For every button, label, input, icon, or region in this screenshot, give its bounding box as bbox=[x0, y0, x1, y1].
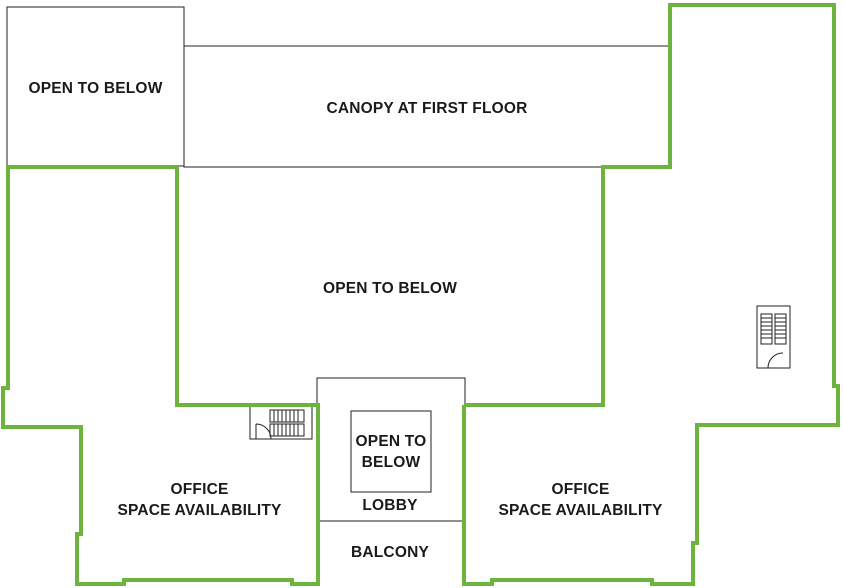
door-swing-left-icon bbox=[255, 423, 272, 440]
open-to-below-lobby-label: OPEN TO BELOW bbox=[355, 433, 427, 471]
lobby-label: LOBBY bbox=[362, 497, 418, 514]
balcony-label: BALCONY bbox=[350, 544, 430, 561]
lobby-walls bbox=[316, 377, 466, 405]
stair-left-icon bbox=[249, 405, 313, 440]
canopy-label: CANOPY AT FIRST FLOOR bbox=[326, 100, 528, 117]
open-to-below-top-left-label: OPEN TO BELOW bbox=[28, 80, 163, 97]
door-swing-right-icon bbox=[767, 352, 784, 369]
office-left-label: OFFICE SPACE AVAILABILITY bbox=[117, 481, 282, 519]
open-to-below-lobby-void bbox=[350, 410, 432, 493]
office-left-outline bbox=[1, 165, 320, 586]
office-right-label: OFFICE SPACE AVAILABILITY bbox=[498, 481, 663, 519]
stair-right-icon bbox=[756, 305, 791, 369]
office-right-outline bbox=[462, 3, 840, 586]
open-to-below-center-label: OPEN TO BELOW bbox=[322, 280, 458, 297]
